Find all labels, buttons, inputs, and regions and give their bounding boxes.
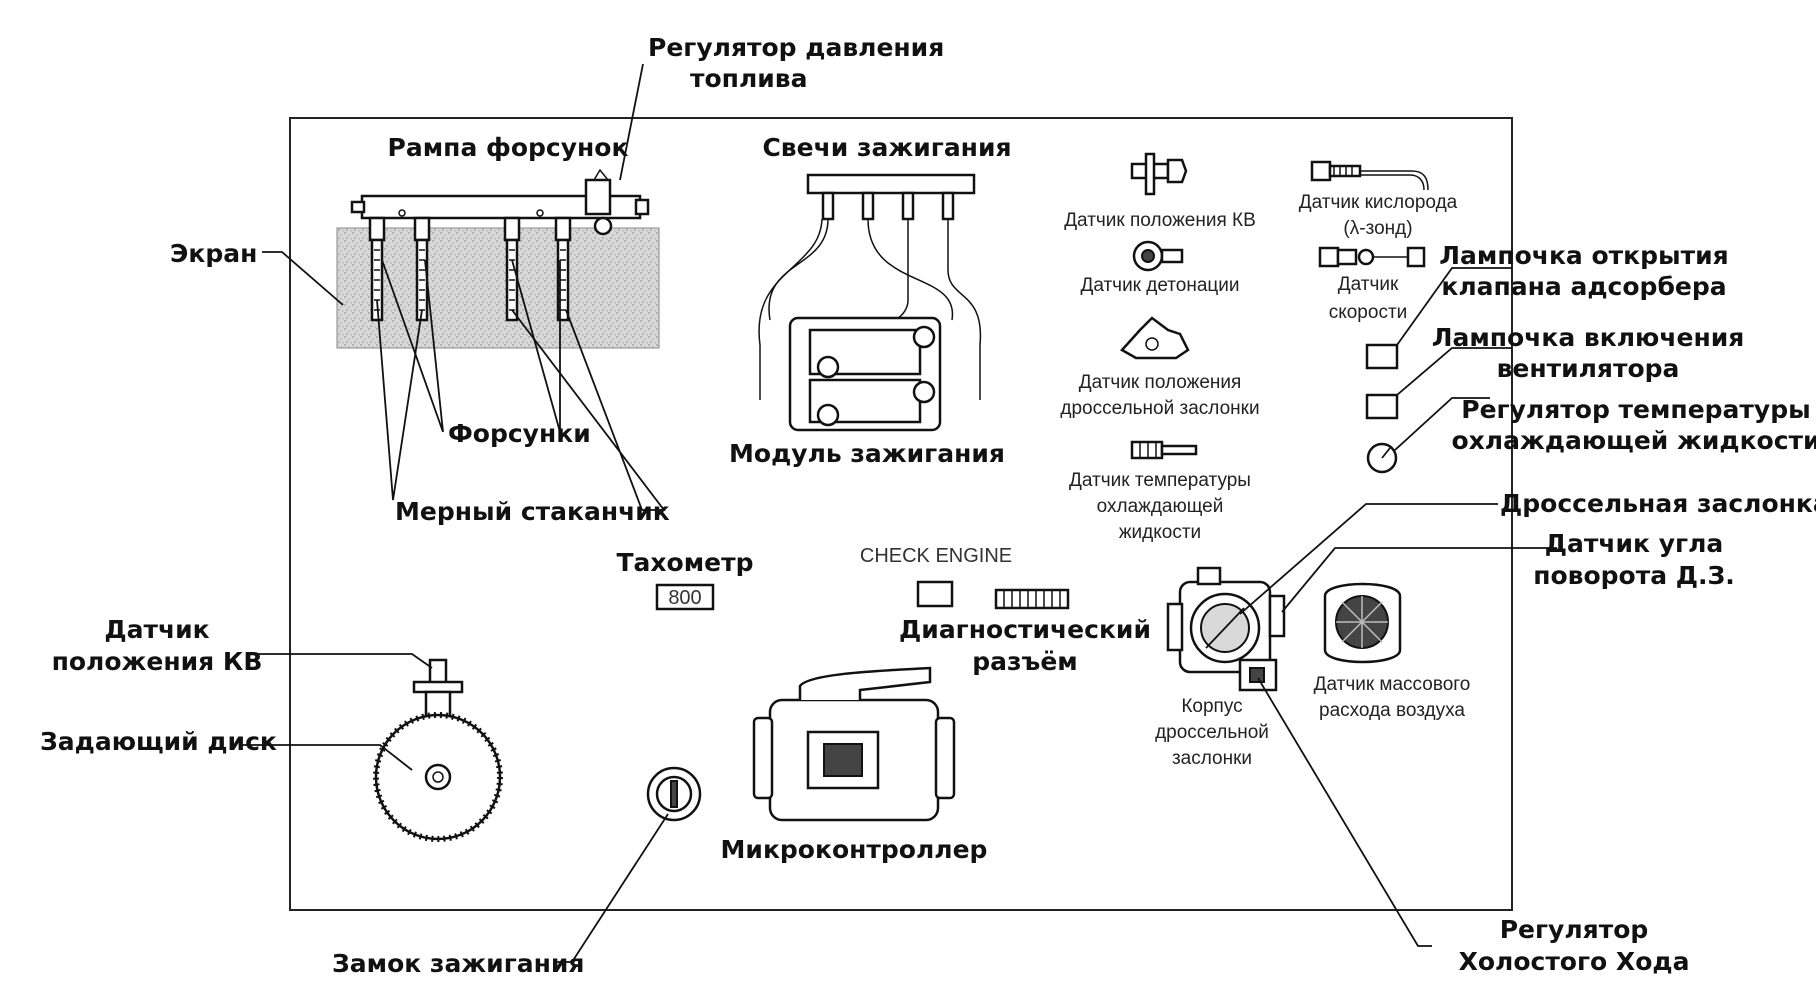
leader-lines (242, 63, 1557, 963)
stand-frame (289, 117, 1513, 911)
throttle-position-sensor-icon (1120, 316, 1190, 360)
label-crank-sensor-1: Датчик (104, 615, 209, 644)
ignition-module (788, 316, 942, 432)
label-throttle-angle-sensor-1: Датчик угла (1545, 529, 1724, 558)
coolant-temperature-sensor-icon (1130, 440, 1198, 460)
label-maf-sensor-1: Датчик массового (1314, 674, 1471, 695)
injector-4 (554, 216, 572, 322)
tachometer-display (655, 583, 715, 611)
label-throttle-valve: Дроссельная заслонка (1500, 489, 1816, 518)
label-throttle-body-1: Корпус (1181, 696, 1242, 717)
label-master-disk: Задающий диск (40, 727, 277, 756)
label-coolant-sensor-3: жидкости (1119, 522, 1201, 543)
label-coolant-regulator-2: охлаждающей жидкости (1451, 426, 1816, 455)
adsorber-lamp (1365, 343, 1399, 370)
label-tps-2: дроссельной заслонки (1060, 398, 1259, 419)
label-measuring-cup: Мерный стаканчик (395, 497, 670, 526)
label-adsorber-lamp-2: клапана адсорбера (1441, 272, 1726, 301)
label-tps-1: Датчик положения (1079, 372, 1242, 393)
label-diagnostic-connector-2: разъём (972, 647, 1077, 676)
spark-plugs (758, 173, 982, 400)
label-ignition-module: Модуль зажигания (729, 439, 1005, 468)
label-adsorber-lamp-1: Лампочка открытия (1439, 241, 1728, 270)
ignition-lock (646, 766, 702, 822)
label-ignition-lock: Замок зажигания (332, 949, 584, 978)
label-injector-rail: Рампа форсунок (388, 133, 629, 162)
injector-1 (368, 216, 386, 322)
oxygen-sensor-icon (1310, 160, 1429, 191)
screen-panel (336, 227, 660, 349)
label-throttle-body-3: заслонки (1172, 748, 1252, 769)
label-crank-sensor-small: Датчик положения КВ (1064, 210, 1256, 231)
crank-position-sensor-icon (1130, 152, 1188, 196)
knock-sensor-icon (1132, 240, 1184, 272)
label-fan-lamp-1: Лампочка включения (1432, 323, 1745, 352)
label-coolant-sensor-2: охлаждающей (1097, 496, 1224, 517)
label-idle-regulator-1: Регулятор (1500, 915, 1649, 944)
label-injectors: Форсунки (448, 419, 591, 448)
speed-sensor-icon (1318, 246, 1426, 268)
label-speed-sensor-1: Датчик (1338, 274, 1399, 295)
label-screen: Экран (170, 239, 257, 268)
label-tachometer: Тахометр (617, 548, 754, 577)
tachometer-value: 800 (668, 587, 701, 609)
label-throttle-body-2: дроссельной (1155, 722, 1269, 743)
injector-3 (503, 216, 521, 322)
crankshaft-sensor-assembly (412, 658, 464, 724)
label-idle-regulator-2: Холостого Хода (1459, 947, 1690, 976)
check-engine-lamp (916, 580, 954, 608)
label-crank-sensor-2: положения КВ (52, 647, 263, 676)
diagnostic-connector-icon (994, 588, 1070, 610)
label-coolant-sensor-1: Датчик температуры (1069, 470, 1251, 491)
label-maf-sensor-2: расхода воздуха (1319, 700, 1465, 721)
label-oxygen-sensor-2: (λ-зонд) (1343, 218, 1412, 239)
label-fuel-pressure-regulator-2: топлива (690, 64, 807, 93)
injector-rail (350, 168, 650, 236)
label-knock-sensor: Датчик детонации (1080, 275, 1239, 296)
injector-2 (413, 216, 431, 322)
maf-sensor (1323, 582, 1402, 664)
label-diagnostic-connector-1: Диагностический (899, 615, 1151, 644)
label-oxygen-sensor-1: Датчик кислорода (1299, 192, 1458, 213)
label-throttle-angle-sensor-2: поворота Д.З. (1533, 561, 1735, 590)
fan-lamp (1365, 393, 1399, 420)
microcontroller-unit (752, 666, 956, 822)
label-check-engine: CHECK ENGINE (860, 545, 1012, 567)
master-disk (373, 712, 503, 842)
label-speed-sensor-2: скорости (1329, 302, 1408, 323)
label-fan-lamp-2: вентилятора (1497, 354, 1680, 383)
label-coolant-regulator-1: Регулятор температуры (1461, 395, 1810, 424)
label-microcontroller: Микроконтроллер (721, 835, 988, 864)
label-spark-plugs: Свечи зажигания (762, 133, 1011, 162)
label-fuel-pressure-regulator-1: Регулятор давления (648, 33, 944, 62)
throttle-body (1166, 566, 1286, 692)
coolant-temperature-regulator-knob (1366, 442, 1398, 474)
